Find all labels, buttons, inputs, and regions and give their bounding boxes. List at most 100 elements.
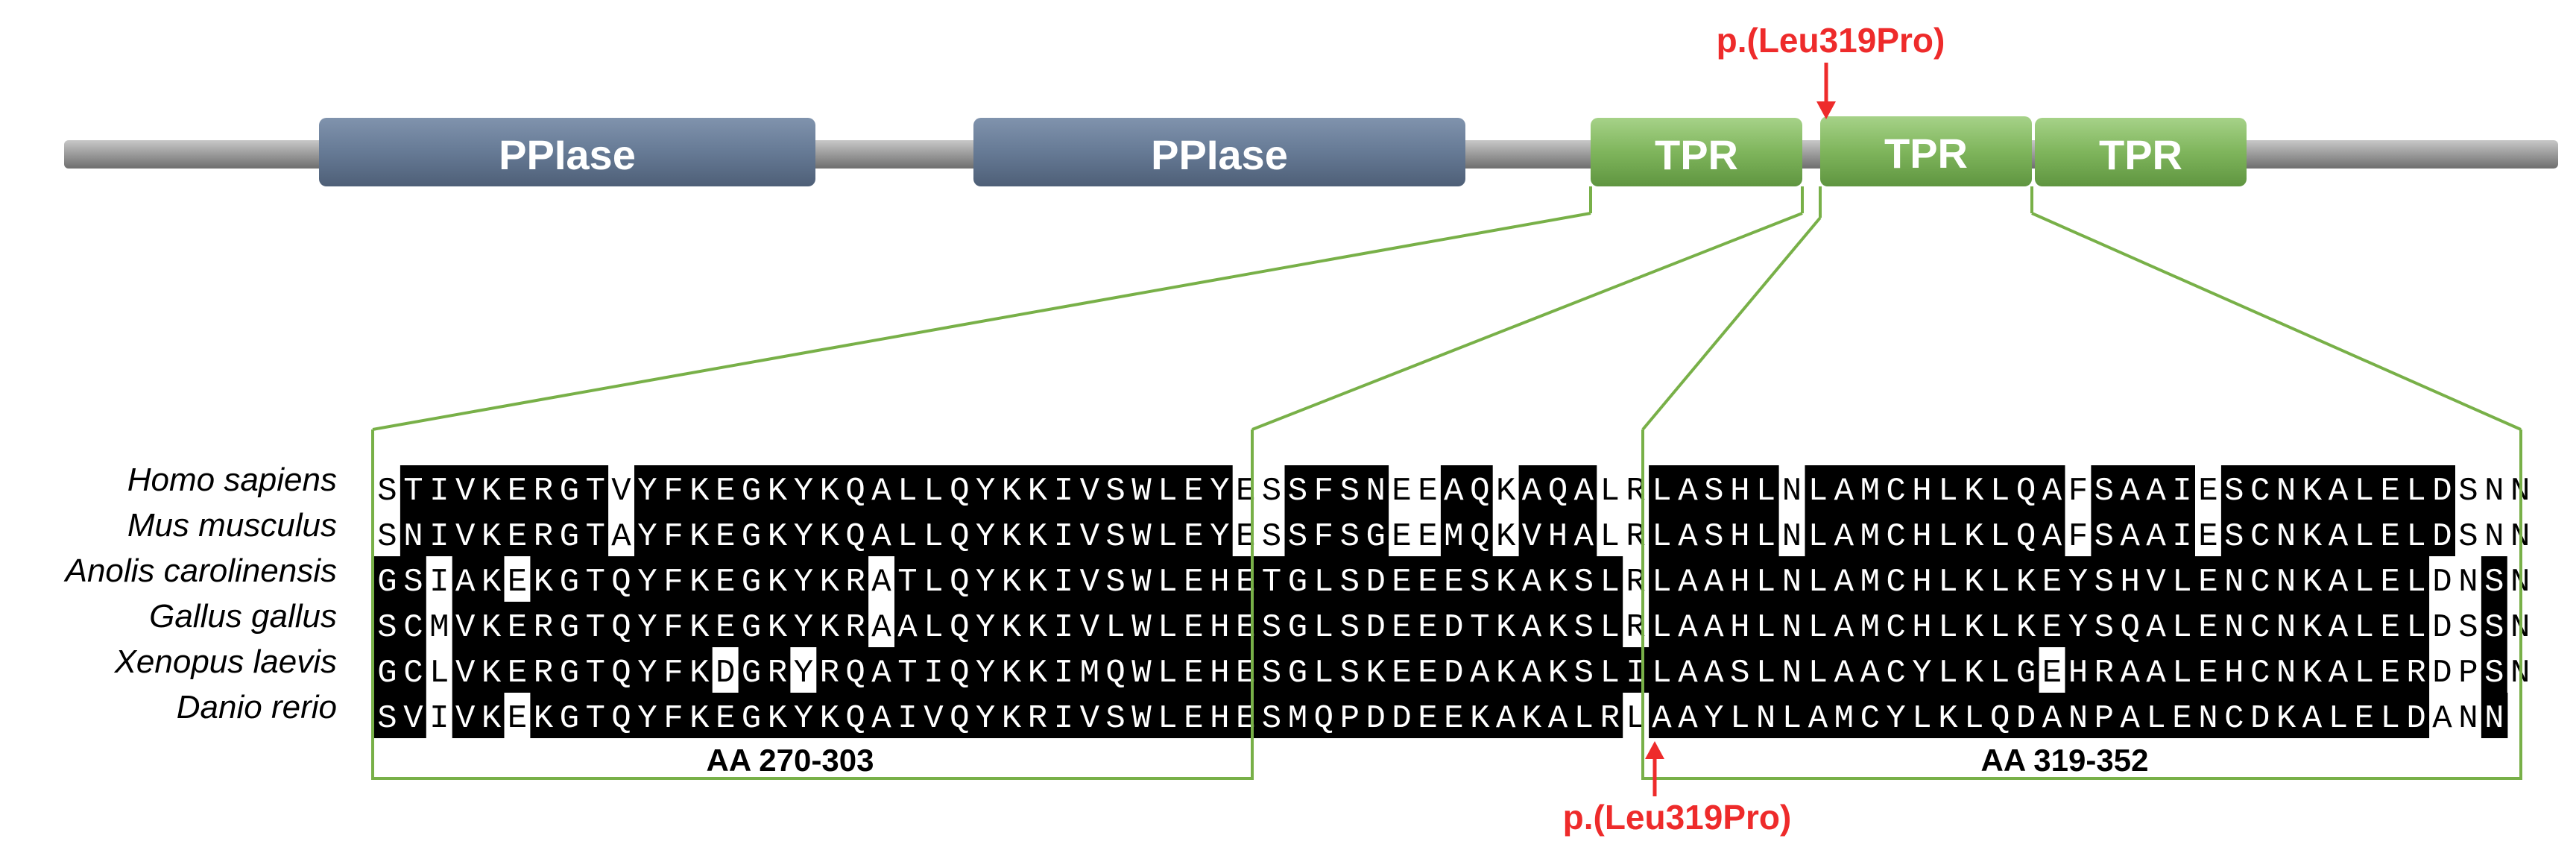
- residue-cell: [2091, 511, 2118, 556]
- residue-cell: [530, 693, 557, 738]
- residue-letter: Q: [845, 473, 865, 510]
- residue-letter: Q: [950, 564, 969, 601]
- residue-letter: I: [2172, 518, 2191, 555]
- residue-letter: K: [1964, 609, 1984, 646]
- residue-cell: [2351, 602, 2378, 647]
- residue-letter: I: [429, 473, 449, 510]
- residue-cell: [1597, 647, 1623, 693]
- residue-letter: Y: [976, 473, 995, 510]
- residue-cell: [2299, 511, 2326, 556]
- residue-cell: [946, 511, 973, 556]
- residue-cell: [1310, 465, 1337, 511]
- residue-cell: [2325, 465, 2352, 511]
- residue-letter: E: [1418, 564, 1437, 601]
- residue-cell: [608, 511, 635, 556]
- residue-letter: E: [2198, 518, 2217, 555]
- residue-cell: [1700, 556, 1728, 602]
- residue-cell: [2117, 647, 2144, 693]
- residue-cell: [946, 602, 973, 647]
- residue-letter: M: [1834, 700, 1854, 737]
- residue-cell: [452, 465, 479, 511]
- residue-letter: K: [1964, 473, 1984, 510]
- residue-letter: S: [1288, 518, 1307, 555]
- residue-cell: [1363, 465, 1389, 511]
- residue-letter: G: [742, 700, 761, 737]
- residue-letter: Q: [611, 655, 631, 692]
- residue-letter: E: [508, 473, 527, 510]
- residue-cell: [504, 647, 531, 693]
- residue-letter: T: [897, 564, 917, 601]
- residue-letter: A: [2329, 473, 2349, 510]
- residue-letter: H: [1548, 518, 1568, 555]
- residue-letter: S: [2094, 609, 2114, 646]
- residue-letter: N: [2276, 473, 2296, 510]
- residue-cell: [1960, 693, 1988, 738]
- residue-letter: A: [1834, 655, 1854, 692]
- zoom-line: [1641, 216, 1822, 431]
- residue-cell: [2351, 556, 2378, 602]
- residue-cell: [1986, 693, 2014, 738]
- residue-cell: [1857, 556, 1884, 602]
- residue-letter: N: [1782, 655, 1802, 692]
- residue-letter: S: [377, 473, 397, 510]
- residue-letter: E: [1418, 518, 1437, 555]
- residue-letter: M: [1288, 700, 1307, 737]
- residue-cell: [1518, 465, 1546, 511]
- residue-cell: [1570, 602, 1597, 647]
- residue-letter: C: [2250, 655, 2270, 692]
- residue-letter: G: [2016, 655, 2036, 692]
- residue-cell: [972, 647, 1000, 693]
- residue-letter: Q: [950, 700, 969, 737]
- residue-cell: [1363, 602, 1389, 647]
- residue-cell: [2403, 693, 2430, 738]
- residue-letter: L: [1808, 609, 1828, 646]
- residue-cell: [686, 511, 713, 556]
- residue-cell: [2325, 647, 2352, 693]
- residue-letter: Y: [976, 564, 995, 601]
- residue-letter: A: [1574, 473, 1594, 510]
- residue-letter: K: [1522, 700, 1542, 737]
- residue-cell: [2091, 647, 2118, 693]
- residue-cell: [634, 556, 661, 602]
- residue-cell: [2143, 511, 2170, 556]
- residue-letter: D: [1366, 700, 1385, 737]
- residue-letter: L: [1600, 473, 1620, 510]
- residue-letter: E: [1392, 564, 1411, 601]
- residue-cell: [2065, 647, 2092, 693]
- residue-letter: L: [2172, 609, 2191, 646]
- residue-cell: [1258, 465, 1286, 511]
- residue-cell: [2220, 511, 2248, 556]
- residue-letter: R: [2406, 655, 2425, 692]
- residue-letter: A: [1470, 655, 1490, 692]
- residue-letter: E: [1184, 609, 1203, 646]
- residue-letter: Y: [637, 700, 657, 737]
- domain-label: TPR: [2099, 131, 2182, 178]
- residue-cell: [1986, 465, 2014, 511]
- residue-cell: [894, 647, 921, 693]
- residue-cell: [2091, 693, 2118, 738]
- residue-cell: [1232, 465, 1260, 511]
- residue-letter: C: [1886, 609, 1905, 646]
- residue-letter: H: [1912, 564, 1931, 601]
- residue-letter: Y: [637, 564, 657, 601]
- residue-letter: L: [1938, 609, 1957, 646]
- residue-cell: [2403, 556, 2430, 602]
- residue-cell: [1180, 511, 1208, 556]
- residue-cell: [582, 693, 609, 738]
- residue-cell: [374, 556, 401, 602]
- residue-cell: [1570, 693, 1597, 738]
- residue-letter: L: [1652, 609, 1671, 646]
- residue-letter: M: [1860, 609, 1880, 646]
- residue-letter: L: [924, 473, 943, 510]
- residue-cell: [478, 602, 505, 647]
- residue-letter: W: [1131, 518, 1152, 555]
- residue-cell: [1492, 556, 1520, 602]
- residue-letter: K: [820, 518, 840, 555]
- residue-letter: N: [1756, 700, 1775, 737]
- residue-letter: D: [1392, 700, 1411, 737]
- residue-cell: [1076, 511, 1103, 556]
- residue-cell: [1778, 511, 1806, 556]
- residue-letter: L: [1912, 700, 1931, 737]
- residue-letter: E: [2380, 655, 2399, 692]
- residue-letter: S: [1574, 564, 1594, 601]
